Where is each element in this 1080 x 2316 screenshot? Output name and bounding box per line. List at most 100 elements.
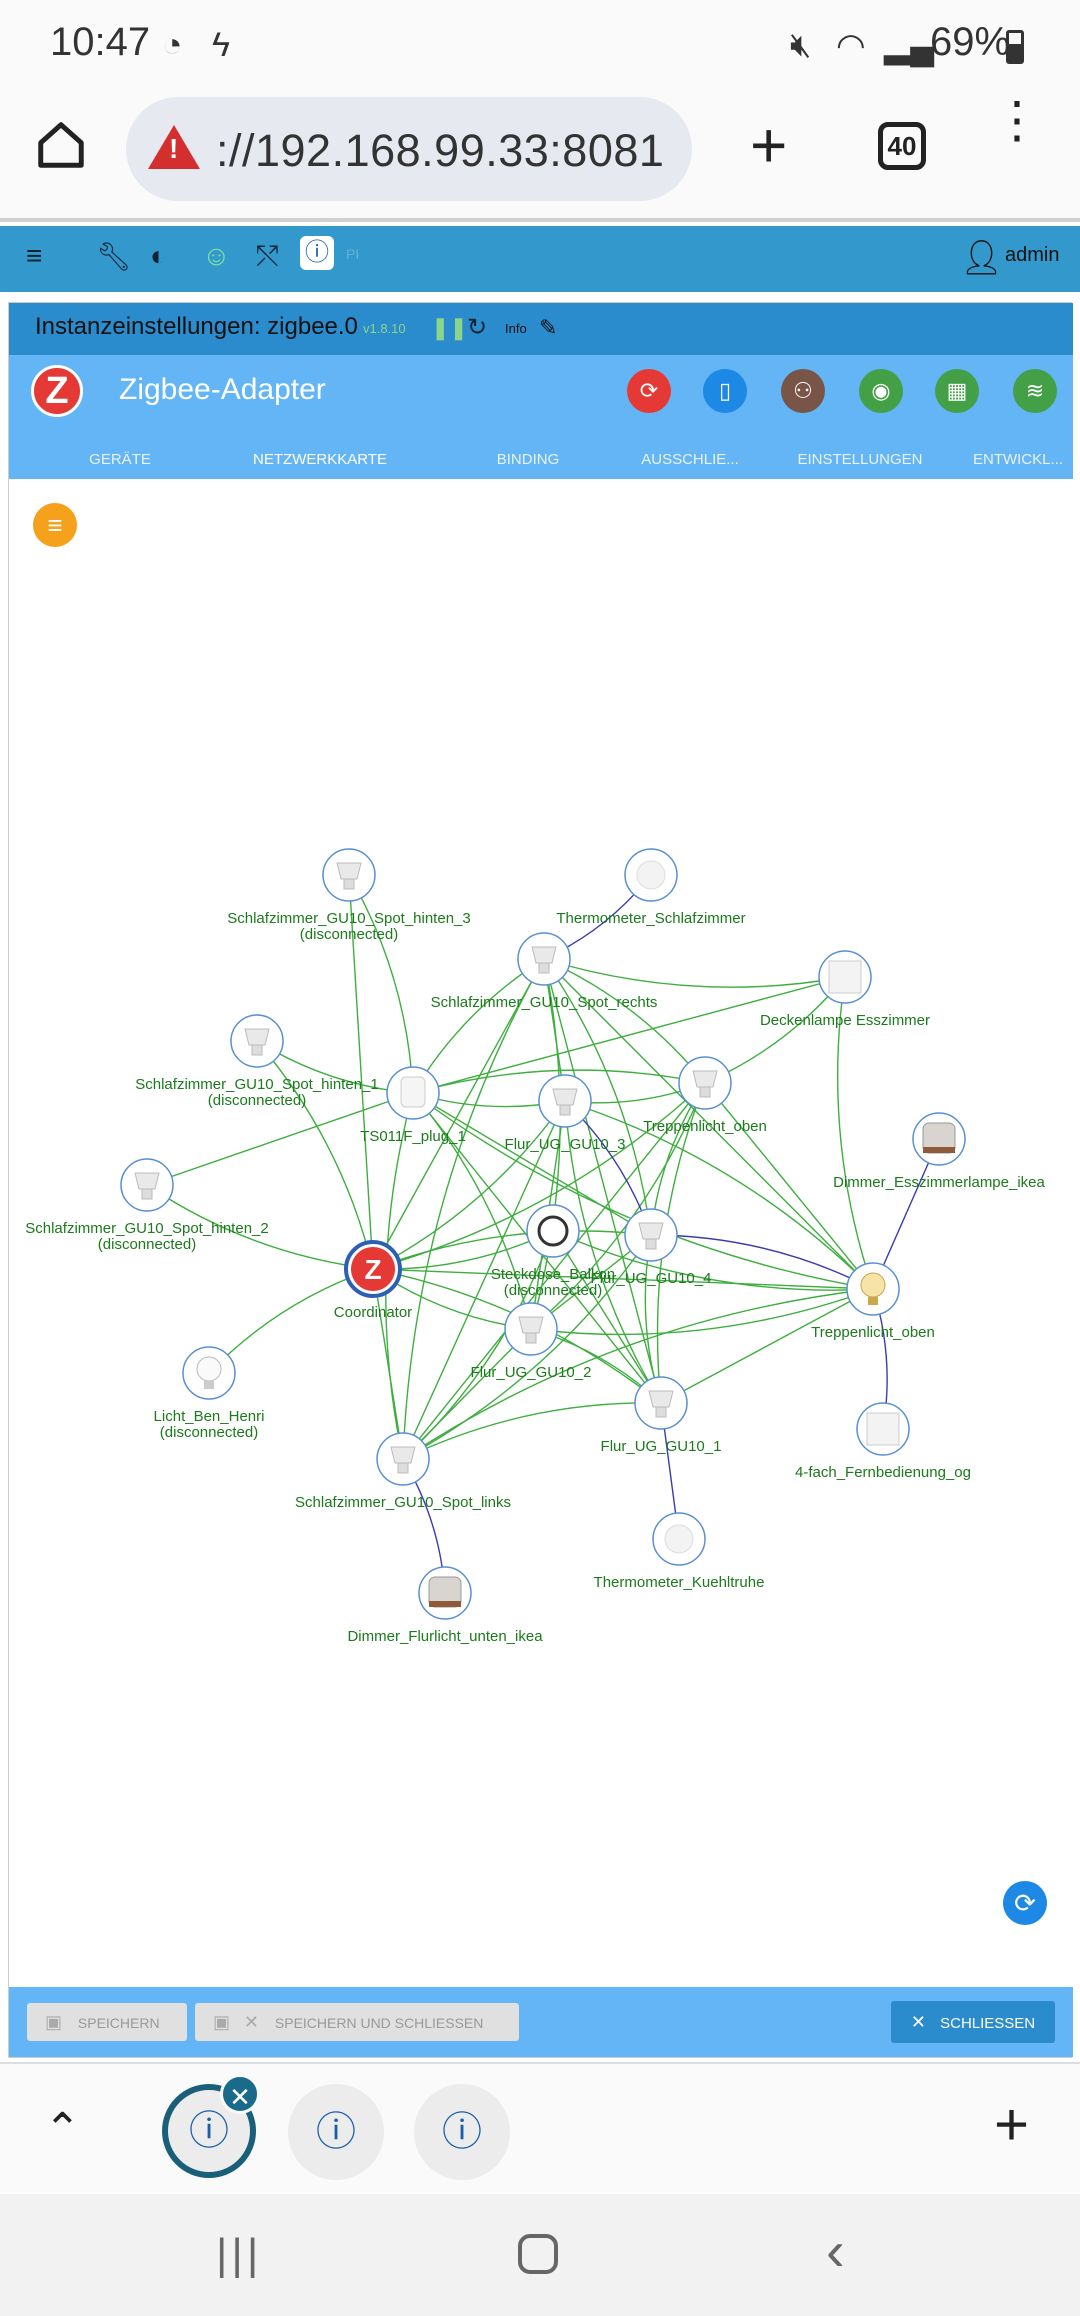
touchlink-icon[interactable]: ⚇: [781, 369, 825, 413]
tab-thumbnail[interactable]: ⓘ: [414, 2084, 510, 2180]
tab-thumbnail-active[interactable]: ⓘ: [162, 2084, 256, 2178]
node-status: (disconnected): [504, 1282, 602, 1299]
insecure-warning-icon[interactable]: [148, 125, 200, 169]
network-node[interactable]: Schlafzimmer_GU10_Spot_rechts: [431, 932, 658, 1011]
network-link: [256, 1040, 374, 1270]
network-node[interactable]: Thermometer_Schlafzimmer: [556, 848, 746, 927]
close-button[interactable]: ✕ SCHLIESSEN: [891, 2001, 1055, 2043]
reset-icon[interactable]: ⟳: [627, 369, 671, 413]
instance-settings-dialog: Instanzeinstellungen: zigbee.0 v1.8.10 ❚…: [8, 302, 1073, 2058]
network-node[interactable]: Flur_UG_GU10_3: [505, 1074, 626, 1153]
save-icon: ▣: [213, 2012, 231, 2032]
reload-icon[interactable]: ↻: [467, 314, 488, 341]
network-node[interactable]: Schlafzimmer_GU10_Spot_hinten_3(disconne…: [227, 848, 471, 943]
back-icon[interactable]: ‹: [826, 2219, 845, 2282]
node-label: Schlafzimmer_GU10_Spot_hinten_1: [135, 1076, 378, 1093]
network-link: [402, 1082, 706, 1460]
hamburger-menu-icon[interactable]: ≡: [26, 240, 43, 271]
app-toolbar: ≡ 🔧︎ ◐ ☺ ⤲ ⓘ PI 👤︎ admin: [0, 226, 1080, 292]
network-node[interactable]: Flur_UG_GU10_2: [471, 1302, 592, 1381]
url-bar[interactable]: ://192.168.99.33:8081: [126, 97, 692, 201]
chevron-up-icon[interactable]: ⌃: [44, 2105, 81, 2154]
network-node[interactable]: Flur_UG_GU10_1: [601, 1376, 722, 1455]
edit-icon[interactable]: ✎: [539, 315, 558, 340]
node-circle[interactable]: [526, 1204, 580, 1258]
info-link[interactable]: Info: [505, 321, 527, 336]
network-link: [543, 958, 846, 988]
network-link: [552, 1230, 874, 1291]
network-node[interactable]: Dimmer_Esszimmerlampe_ikea: [833, 1112, 1046, 1191]
network-link: [402, 1234, 652, 1460]
new-tab-icon[interactable]: +: [750, 109, 788, 181]
zigbee-logo-icon: Z: [31, 365, 83, 417]
network-node[interactable]: Schlafzimmer_GU10_Spot_hinten_2(disconne…: [25, 1158, 269, 1253]
version-label: v1.8.10: [363, 321, 406, 336]
network-link: [836, 976, 874, 1290]
node-label: Coordinator: [334, 1304, 412, 1321]
network-node[interactable]: Licht_Ben_Henri(disconnected): [154, 1346, 265, 1441]
network-link: [543, 958, 662, 1404]
wrench-icon[interactable]: 🔧︎: [96, 241, 132, 272]
sync-off-icon[interactable]: ⤲: [256, 240, 279, 271]
network-node[interactable]: 4-fach_Fernbedienung_og: [795, 1402, 971, 1481]
map-refresh-button[interactable]: ⟳: [1003, 1881, 1047, 1925]
recent-apps-icon[interactable]: |||: [216, 2230, 263, 2279]
network-node[interactable]: Treppenlicht_oben: [643, 1056, 767, 1135]
tab-thumbnail[interactable]: ⓘ: [288, 2084, 384, 2180]
tab-network-map[interactable]: NETZWERKKARTE: [253, 451, 387, 468]
home-icon[interactable]: [34, 118, 88, 186]
tab-developer[interactable]: ENTWICKL...: [972, 451, 1063, 468]
network-node[interactable]: Treppenlicht_oben: [811, 1262, 935, 1341]
more-menu-icon[interactable]: ⋮: [992, 92, 1042, 148]
network-link: [402, 1402, 662, 1460]
tab-settings[interactable]: EINSTELLUNGEN: [797, 451, 923, 468]
node-label: Schlafzimmer_GU10_Spot_hinten_3: [227, 910, 470, 927]
add-tab-icon[interactable]: +: [994, 2091, 1030, 2158]
url-text[interactable]: ://192.168.99.33:8081: [216, 125, 665, 176]
network-node[interactable]: Deckenlampe Esszimmer: [760, 950, 930, 1029]
node-label: Flur_UG_GU10_4: [591, 1270, 712, 1287]
network-node[interactable]: Flur_UG_GU10_4: [591, 1208, 712, 1287]
expert-mode-icon[interactable]: ☺: [202, 240, 231, 271]
map-menu-button[interactable]: ≡: [33, 503, 77, 547]
tab-switcher-button[interactable]: 40: [878, 122, 926, 170]
network-node[interactable]: TS011F_plug_1: [360, 1066, 466, 1145]
network-link: [543, 958, 874, 1290]
node-label: Treppenlicht_oben: [643, 1118, 767, 1135]
scan-icon[interactable]: ▦: [935, 369, 979, 413]
network-link: [543, 958, 652, 1236]
network-map[interactable]: Schlafzimmer_GU10_Spot_hinten_3 (disconne…: [9, 479, 1073, 1987]
pair-device-icon[interactable]: ▯: [703, 369, 747, 413]
tab-exclude[interactable]: AUSSCHLIE...: [641, 451, 739, 468]
network-node[interactable]: Thermometer_Kuehltruhe: [594, 1512, 765, 1591]
node-label: Steckdose_Balkon: [491, 1266, 615, 1283]
network-node[interactable]: Dimmer_Flurlicht_unten_ikea: [347, 1566, 543, 1645]
node-label: Flur_UG_GU10_1: [601, 1438, 722, 1455]
home-nav-icon[interactable]: [518, 2234, 558, 2274]
pairing-icon[interactable]: ◉: [859, 369, 903, 413]
network-link: [402, 1328, 532, 1460]
tab-binding[interactable]: BINDING: [496, 451, 560, 468]
network-icon[interactable]: ≋: [1013, 369, 1057, 413]
close-tab-icon[interactable]: ✕: [220, 2074, 260, 2114]
node-status: (disconnected): [208, 1092, 306, 1109]
notification-icon: ◔: [162, 26, 183, 64]
user-icon[interactable]: 👤︎: [960, 239, 1004, 277]
theme-icon[interactable]: ◐: [150, 240, 167, 271]
tab-devices[interactable]: GERÄTE: [89, 451, 151, 468]
save-close-button[interactable]: ▣ ✕ SPEICHERN UND SCHLIESSEN: [195, 2003, 519, 2041]
save-button[interactable]: ▣ SPEICHERN: [27, 2003, 187, 2041]
clock: 10:47: [50, 20, 151, 64]
network-link: [146, 1184, 374, 1270]
pause-icon[interactable]: ❚❚: [431, 315, 468, 340]
network-link: [530, 1288, 874, 1336]
user-name[interactable]: admin: [1005, 244, 1060, 266]
network-link: [412, 1069, 706, 1094]
network-node[interactable]: Steckdose_Balkon(disconnected): [491, 1204, 615, 1299]
node-label: Deckenlampe Esszimmer: [760, 1012, 930, 1029]
network-graph[interactable]: Schlafzimmer_GU10_Spot_hinten_3 (disconne…: [9, 479, 1073, 1987]
status-bar: 10:47 ◔ ϟ 🔇︎ ◠ ▂▄ 69%: [0, 0, 1080, 92]
network-node[interactable]: Schlafzimmer_GU10_Spot_links: [295, 1432, 511, 1511]
network-node[interactable]: Schlafzimmer_GU10_Spot_hinten_1(disconne…: [135, 1014, 379, 1109]
